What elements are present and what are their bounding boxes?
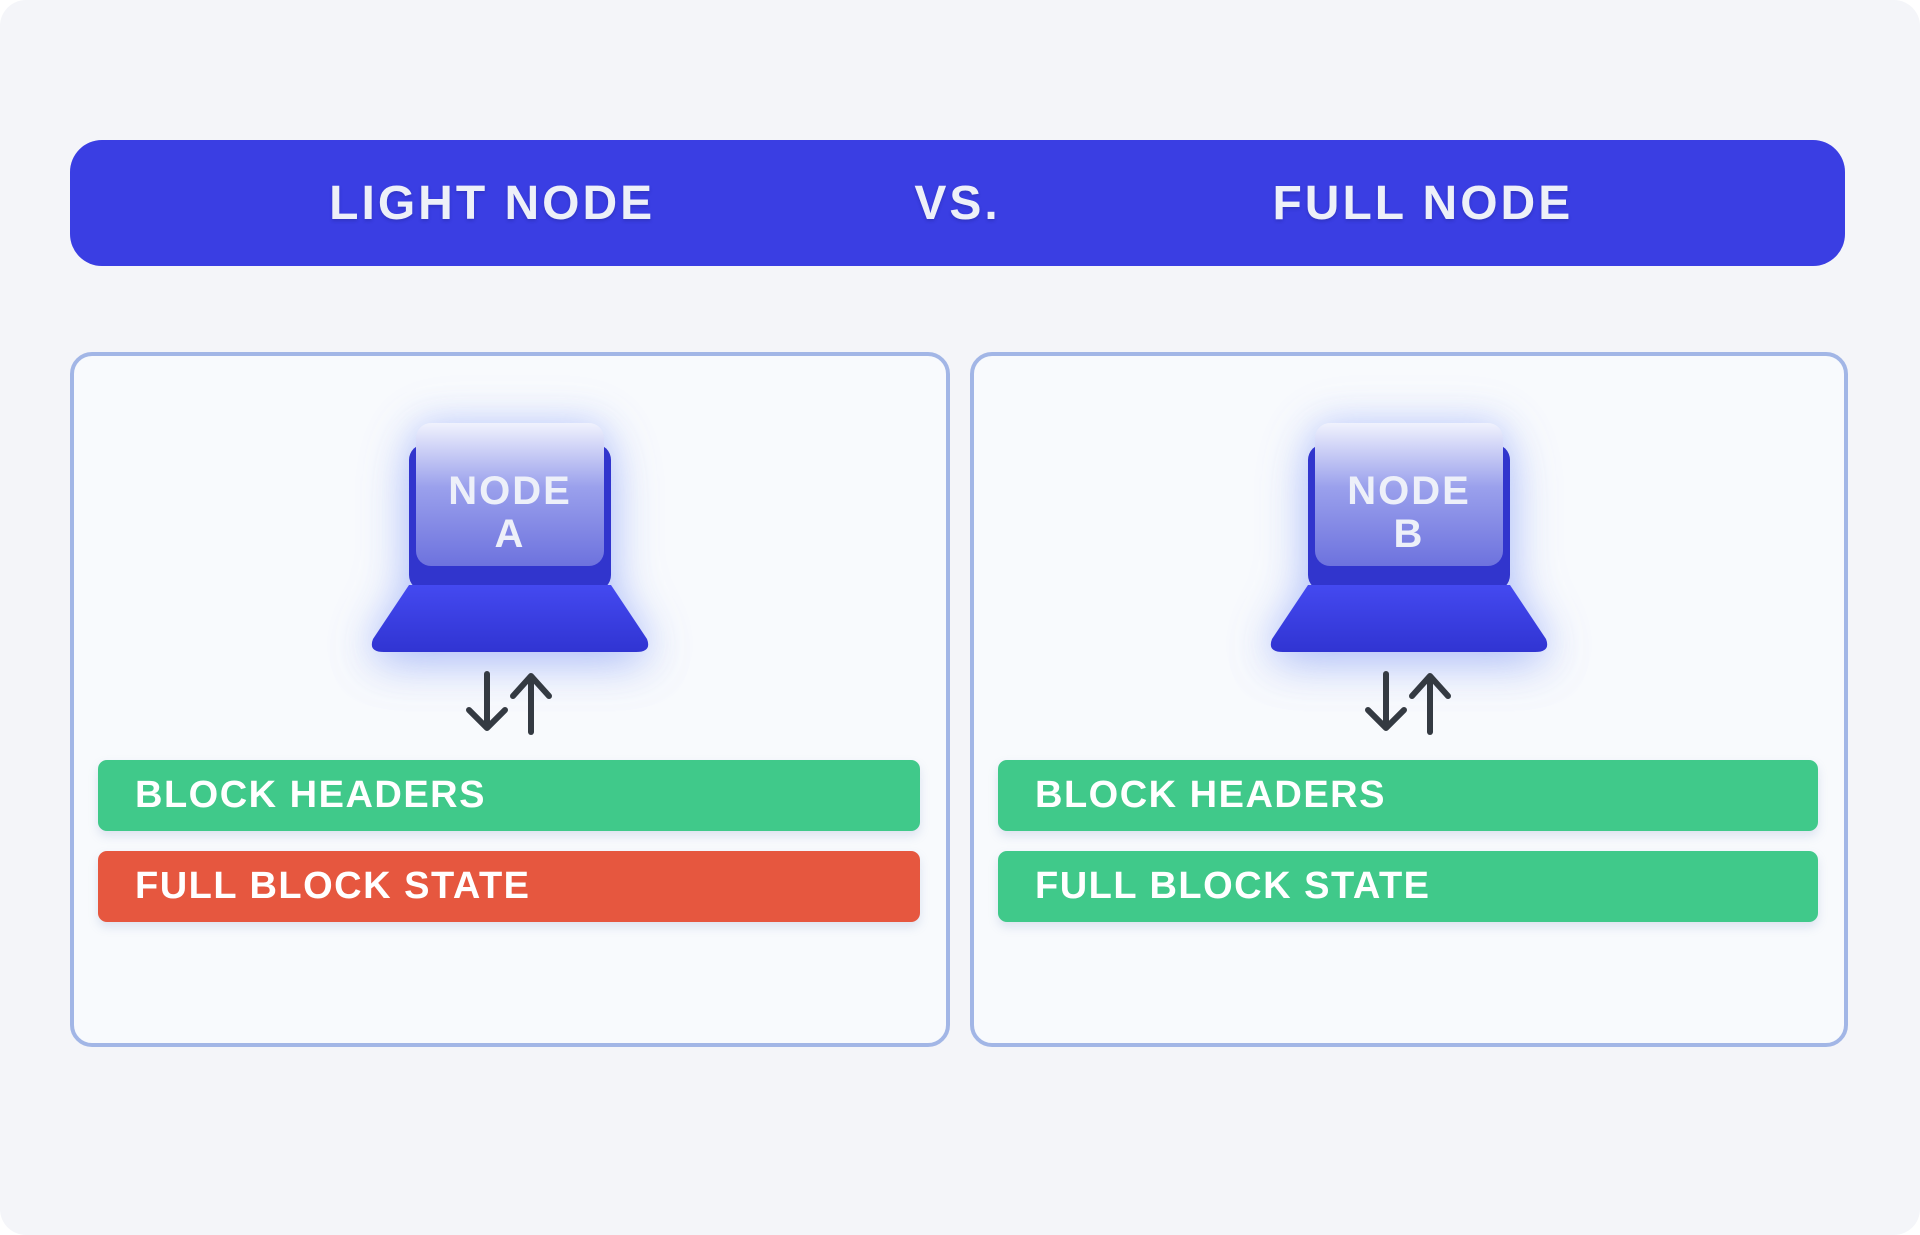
node-label-line1: NODE bbox=[448, 469, 572, 513]
bar-block-headers: BLOCK HEADERS bbox=[98, 760, 920, 831]
bar-block-headers: BLOCK HEADERS bbox=[998, 760, 1818, 831]
laptop-base-shape bbox=[371, 585, 649, 652]
header-banner: LIGHT NODE VS. FULL NODE bbox=[70, 140, 1845, 266]
laptop-icon: NODE B bbox=[1270, 423, 1548, 652]
full-node-panel: NODE B BLOCK HEADERS FULL BLOCK STATE bbox=[970, 352, 1848, 1047]
node-label-line1: NODE bbox=[1347, 469, 1471, 513]
laptop-screen-shape bbox=[1315, 423, 1503, 566]
bar-full-block-state: FULL BLOCK STATE bbox=[98, 851, 920, 922]
node-label-line2: B bbox=[1394, 512, 1425, 556]
laptop-screen-shape bbox=[416, 423, 604, 566]
node-label-line2: A bbox=[495, 512, 526, 556]
light-node-panel: NODE A BLOCK HEADERS FULL BLOCK STATE bbox=[70, 352, 950, 1047]
laptop-icon: NODE A bbox=[371, 423, 649, 652]
bar-label: FULL BLOCK STATE bbox=[135, 865, 531, 907]
laptop-base-shape bbox=[1270, 585, 1548, 652]
header-right-title: FULL NODE bbox=[1272, 176, 1574, 230]
header-left-title: LIGHT NODE bbox=[329, 176, 656, 230]
bar-full-block-state: FULL BLOCK STATE bbox=[998, 851, 1818, 922]
data-bars: BLOCK HEADERS FULL BLOCK STATE bbox=[98, 760, 920, 922]
data-bars: BLOCK HEADERS FULL BLOCK STATE bbox=[998, 760, 1818, 922]
down-up-arrows-icon bbox=[466, 671, 552, 735]
down-up-arrows-icon bbox=[1365, 671, 1451, 735]
bar-label: FULL BLOCK STATE bbox=[1035, 865, 1431, 907]
bar-label: BLOCK HEADERS bbox=[1035, 774, 1386, 816]
header-vs-label: VS. bbox=[914, 176, 1001, 230]
bar-label: BLOCK HEADERS bbox=[135, 774, 486, 816]
